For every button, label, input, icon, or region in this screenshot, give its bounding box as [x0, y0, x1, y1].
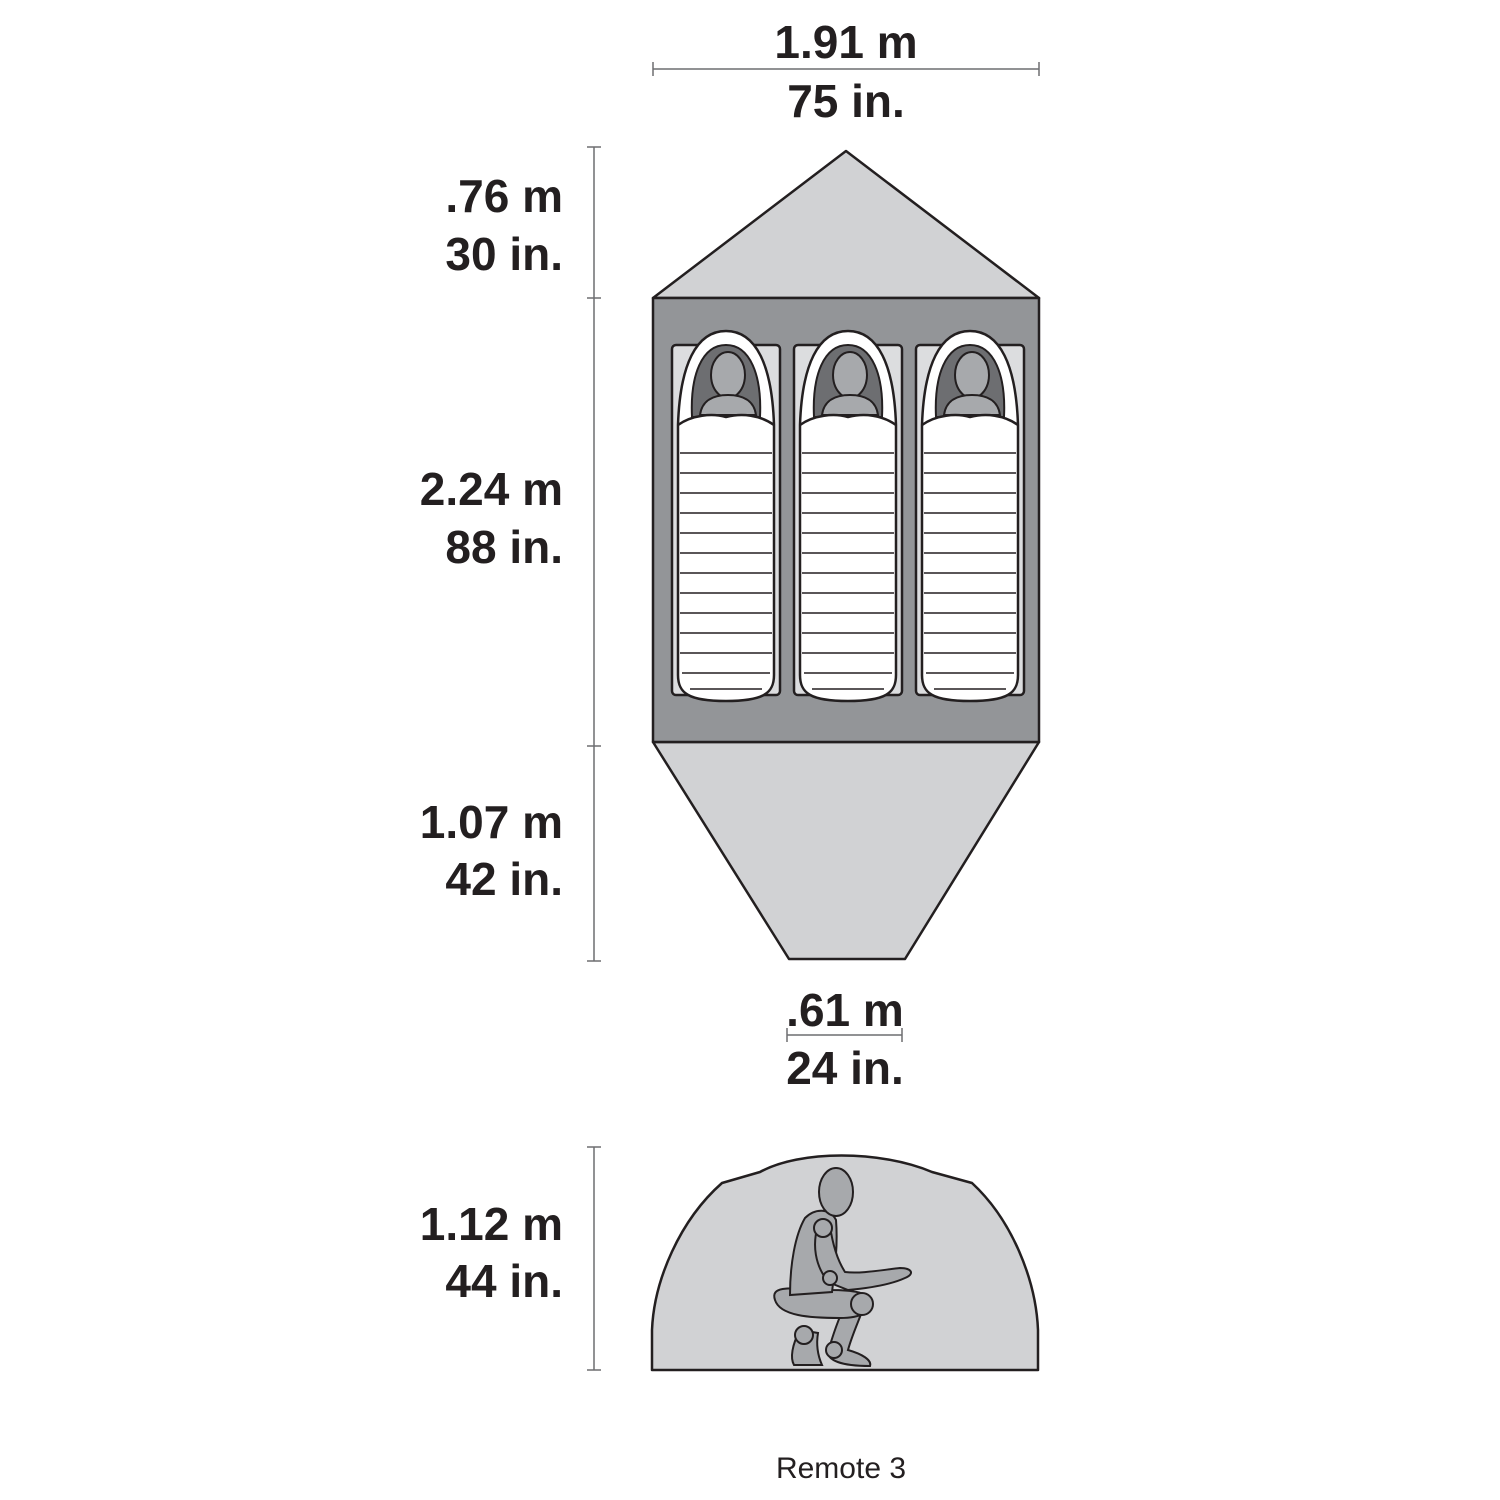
sleeper-1: [670, 329, 782, 703]
front-vestibule-imperial: 30 in.: [445, 228, 563, 280]
peak-height-imperial: 44 in.: [445, 1255, 563, 1307]
peak-height-metric: 1.12 m: [420, 1198, 563, 1250]
rear-vestibule-imperial: 42 in.: [445, 853, 563, 905]
rear-width-metric: .61 m: [786, 984, 904, 1036]
vertical-dimension-line: [587, 146, 601, 962]
rear-vestibule: [651, 740, 1041, 961]
floor-length-dimension: 2.24 m 88 in.: [420, 463, 563, 573]
rear-width-dimension: .61 m 24 in.: [786, 984, 904, 1094]
diagram-caption: Remote 3: [776, 1452, 906, 1485]
tent-side-profile: [650, 1154, 1040, 1372]
floor-length-imperial: 88 in.: [445, 521, 563, 573]
peak-height-dimension: 1.12 m 44 in.: [420, 1146, 601, 1371]
front-vestibule-metric: .76 m: [445, 170, 563, 222]
rear-width-imperial: 24 in.: [786, 1042, 904, 1094]
sleeper-3: [914, 329, 1026, 703]
tent-profile-shape: [650, 1154, 1040, 1372]
crouching-figure: [773, 1167, 912, 1368]
floor-length-metric: 2.24 m: [420, 463, 563, 515]
rear-vestibule-metric: 1.07 m: [420, 796, 563, 848]
front-vestibule-dimension: .76 m 30 in.: [445, 170, 563, 280]
total-width-imperial: 75 in.: [787, 75, 905, 127]
front-vestibule: [651, 149, 1041, 300]
rear-vestibule-dimension: 1.07 m 42 in.: [420, 796, 563, 905]
total-width-metric: 1.91 m: [774, 16, 917, 68]
sleeper-2: [792, 329, 904, 703]
tent-footprint: [651, 149, 1041, 961]
total-width-dimension: 1.91 m 75 in.: [652, 16, 1040, 127]
